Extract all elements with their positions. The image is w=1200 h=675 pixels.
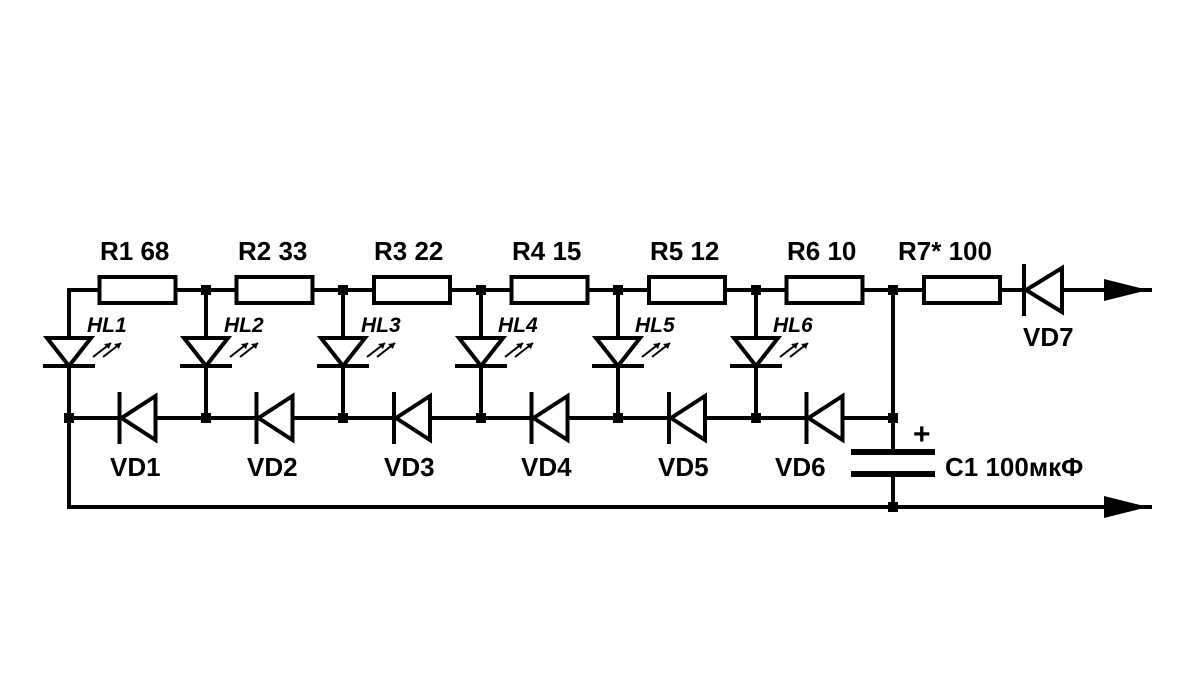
resistor-r6 bbox=[784, 275, 865, 305]
diode-vd1 bbox=[117, 392, 158, 444]
light-ray-arrowhead bbox=[663, 343, 670, 349]
light-ray-arrowhead bbox=[251, 343, 258, 349]
junction-dot bbox=[751, 413, 761, 423]
resistor-label-r2: R2 33 bbox=[238, 236, 307, 266]
junction-dot bbox=[476, 285, 486, 295]
resistor-r1 bbox=[97, 275, 178, 305]
led-hl5 bbox=[591, 336, 645, 370]
resistor-r2 bbox=[234, 275, 315, 305]
junction-dot bbox=[751, 285, 761, 295]
resistor-r3 bbox=[372, 275, 452, 305]
led-label-hl1: HL1 bbox=[87, 314, 127, 337]
diode-vd4 bbox=[529, 392, 570, 444]
diode-label-vd7: VD7 bbox=[1023, 322, 1074, 352]
resistor-label-r7: R7* 100 bbox=[898, 236, 992, 266]
diode-vd6 bbox=[804, 392, 845, 444]
led-label-hl5: HL5 bbox=[635, 314, 675, 337]
resistor-label-r4: R4 15 bbox=[512, 236, 581, 266]
led-hl3 bbox=[316, 336, 370, 370]
components bbox=[42, 264, 1148, 518]
junction-dot bbox=[888, 502, 898, 512]
junction-dot bbox=[338, 285, 348, 295]
junction-dot bbox=[64, 413, 74, 423]
diode-label-vd1: VD1 bbox=[110, 452, 161, 482]
diode-label-vd4: VD4 bbox=[521, 452, 572, 482]
led-label-hl3: HL3 bbox=[361, 314, 401, 337]
diode-vd3 bbox=[392, 392, 432, 444]
light-ray-arrowhead bbox=[378, 343, 385, 349]
capacitor-polarity-plus: + bbox=[913, 418, 931, 451]
light-ray-arrowhead bbox=[104, 343, 111, 349]
resistor-r5 bbox=[647, 275, 727, 305]
led-hl2 bbox=[179, 336, 233, 370]
led-label-hl2: HL2 bbox=[224, 314, 264, 337]
resistor-label-r3: R3 22 bbox=[374, 236, 443, 266]
diode-label-vd5: VD5 bbox=[658, 452, 709, 482]
diode-vd2 bbox=[254, 392, 295, 444]
light-ray-arrowhead bbox=[388, 343, 395, 349]
junction-dot bbox=[613, 285, 623, 295]
light-ray-arrowhead bbox=[801, 343, 808, 349]
resistor-label-r6: R6 10 bbox=[787, 236, 856, 266]
diode-vd7 bbox=[1022, 264, 1064, 316]
junction-dot bbox=[201, 413, 211, 423]
diode-label-vd6: VD6 bbox=[775, 452, 826, 482]
led-hl6 bbox=[729, 336, 783, 370]
led-hl4 bbox=[454, 336, 508, 370]
junction-dot bbox=[476, 413, 486, 423]
light-ray-arrowhead bbox=[791, 343, 798, 349]
light-ray-arrowhead bbox=[653, 343, 660, 349]
light-ray-arrowhead bbox=[526, 343, 533, 349]
capacitor-gap bbox=[880, 454, 906, 472]
resistor-label-r1: R1 68 bbox=[100, 236, 169, 266]
light-ray-arrowhead bbox=[114, 343, 121, 349]
led-label-hl6: HL6 bbox=[773, 314, 813, 337]
junction-dot bbox=[338, 413, 348, 423]
resistor-label-r5: R5 12 bbox=[650, 236, 719, 266]
diode-vd5 bbox=[667, 392, 707, 444]
diode-label-vd2: VD2 bbox=[247, 452, 298, 482]
led-hl1 bbox=[42, 336, 96, 370]
capacitor-label-c1: C1 100мкФ bbox=[945, 452, 1083, 482]
junction-dot bbox=[888, 413, 898, 423]
output-arrow-top bbox=[1104, 279, 1148, 301]
junction-dot bbox=[888, 285, 898, 295]
output-arrow-bottom bbox=[1104, 496, 1148, 518]
light-ray-arrowhead bbox=[516, 343, 523, 349]
resistor-r4 bbox=[509, 275, 590, 305]
junction-dot bbox=[201, 285, 211, 295]
led-label-hl4: HL4 bbox=[498, 314, 538, 337]
light-ray-arrowhead bbox=[241, 343, 248, 349]
resistor-r7 bbox=[922, 275, 1002, 305]
junction-dot bbox=[613, 413, 623, 423]
diode-label-vd3: VD3 bbox=[384, 452, 435, 482]
